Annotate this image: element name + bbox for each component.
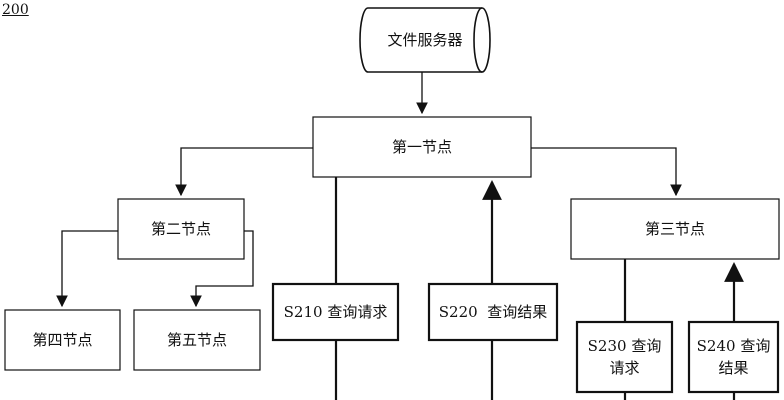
figure-number: 200 — [2, 2, 29, 18]
s230-label-line1: S230 查询 — [587, 337, 662, 355]
s240-label-line2: 结果 — [718, 359, 749, 377]
s240-box — [687, 320, 780, 394]
file-server-cylinder — [359, 7, 491, 73]
s220-label: S220 查询结果 — [438, 303, 548, 321]
s240-label-line1: S240 查询 — [696, 337, 771, 355]
arrow-node2-to-node5 — [190, 230, 254, 308]
s230-label-line2: 请求 — [609, 359, 640, 377]
node4-label: 第四节点 — [32, 331, 93, 349]
arrow-node1-to-node2 — [175, 147, 313, 197]
node5-label: 第五节点 — [166, 331, 227, 349]
s210-label: S210 查询请求 — [283, 303, 388, 321]
node2-box — [117, 198, 245, 260]
s240-label: S240 查询 结果 — [689, 322, 778, 392]
node2-label: 第二节点 — [150, 220, 211, 238]
node5-box — [133, 309, 261, 371]
node3-label: 第三节点 — [644, 220, 705, 238]
node1-label: 第一节点 — [391, 138, 452, 156]
file-server-label: 文件服务器 — [387, 31, 463, 49]
arrow-node1-to-node3 — [531, 147, 682, 197]
s230-label: S230 查询 请求 — [577, 322, 672, 392]
arrow-node2-to-node4 — [56, 230, 118, 308]
node4-box — [4, 309, 121, 371]
